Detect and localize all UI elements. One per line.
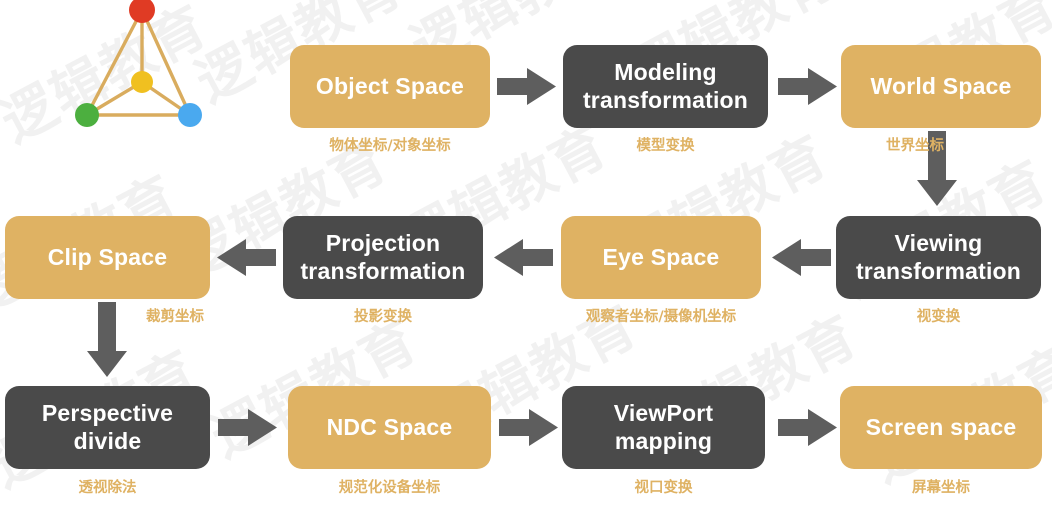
caption-eye-space: 观察者坐标/摄像机坐标 [585, 309, 737, 325]
arrow-clip-to-perspective [87, 302, 127, 377]
node-projection-transformation[interactable]: Projection transformation [283, 216, 483, 299]
arrow-eye-to-projection [494, 239, 553, 276]
center-vertex [131, 71, 153, 93]
arrow-world-to-viewing [917, 131, 957, 206]
bottom-left-vertex [75, 103, 99, 127]
node-object-space[interactable]: Object Space [290, 45, 490, 128]
caption-perspective-divide: 透视除法 [78, 480, 137, 496]
apex-vertex [129, 0, 155, 23]
node-eye-space[interactable]: Eye Space [561, 216, 761, 299]
arrow-viewing-to-eye [772, 239, 831, 276]
caption-viewing-transformation: 视变换 [916, 309, 961, 325]
node-screen-space[interactable]: Screen space [840, 386, 1042, 469]
caption-world-space: 世界坐标 [886, 138, 944, 154]
tetrahedron-diagram [75, 0, 202, 127]
caption-viewport-mapping: 视口变换 [634, 480, 693, 496]
node-viewport-mapping[interactable]: ViewPort mapping [562, 386, 765, 469]
arrow-projection-to-clip [217, 239, 276, 276]
caption-clip-space: 裁剪坐标 [146, 309, 204, 325]
caption-object-space: 物体坐标/对象坐标 [329, 138, 451, 154]
node-perspective-divide[interactable]: Perspective divide [5, 386, 210, 469]
caption-screen-space: 屏幕坐标 [912, 480, 970, 496]
arrow-perspective-to-ndc [218, 409, 277, 446]
arrow-modeling-to-world [778, 68, 837, 105]
caption-ndc-space: 规范化设备坐标 [338, 480, 441, 496]
node-viewing-transformation[interactable]: Viewing transformation [836, 216, 1041, 299]
arrow-object-to-modeling [497, 68, 556, 105]
arrow-viewport-to-screen [778, 409, 837, 446]
arrow-ndc-to-viewport [499, 409, 558, 446]
node-modeling-transformation[interactable]: Modeling transformation [563, 45, 768, 128]
node-ndc-space[interactable]: NDC Space [288, 386, 491, 469]
node-world-space[interactable]: World Space [841, 45, 1041, 128]
bottom-right-vertex [178, 103, 202, 127]
caption-projection-transformation: 投影变换 [354, 309, 412, 325]
caption-modeling-transformation: 模型变换 [636, 138, 695, 154]
node-clip-space[interactable]: Clip Space [5, 216, 210, 299]
